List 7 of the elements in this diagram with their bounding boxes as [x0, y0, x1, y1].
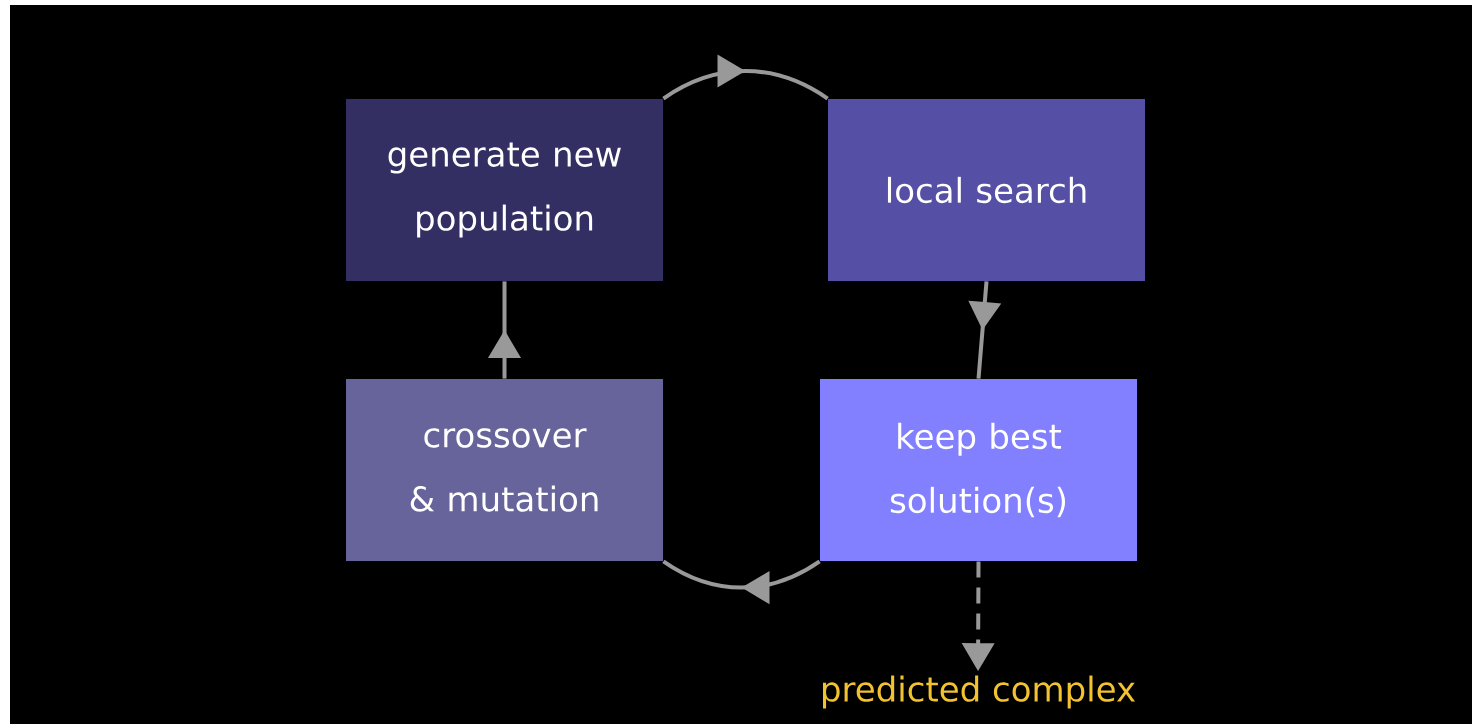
process-box: crossover & mutation	[346, 379, 663, 561]
arrow	[662, 54, 829, 101]
arrow	[662, 559, 821, 605]
process-box: generate new population	[346, 99, 663, 281]
output-label: predicted complex	[823, 675, 1136, 709]
process-box: keep best solution(s)	[820, 379, 1137, 561]
process-box: local search	[828, 99, 1145, 281]
